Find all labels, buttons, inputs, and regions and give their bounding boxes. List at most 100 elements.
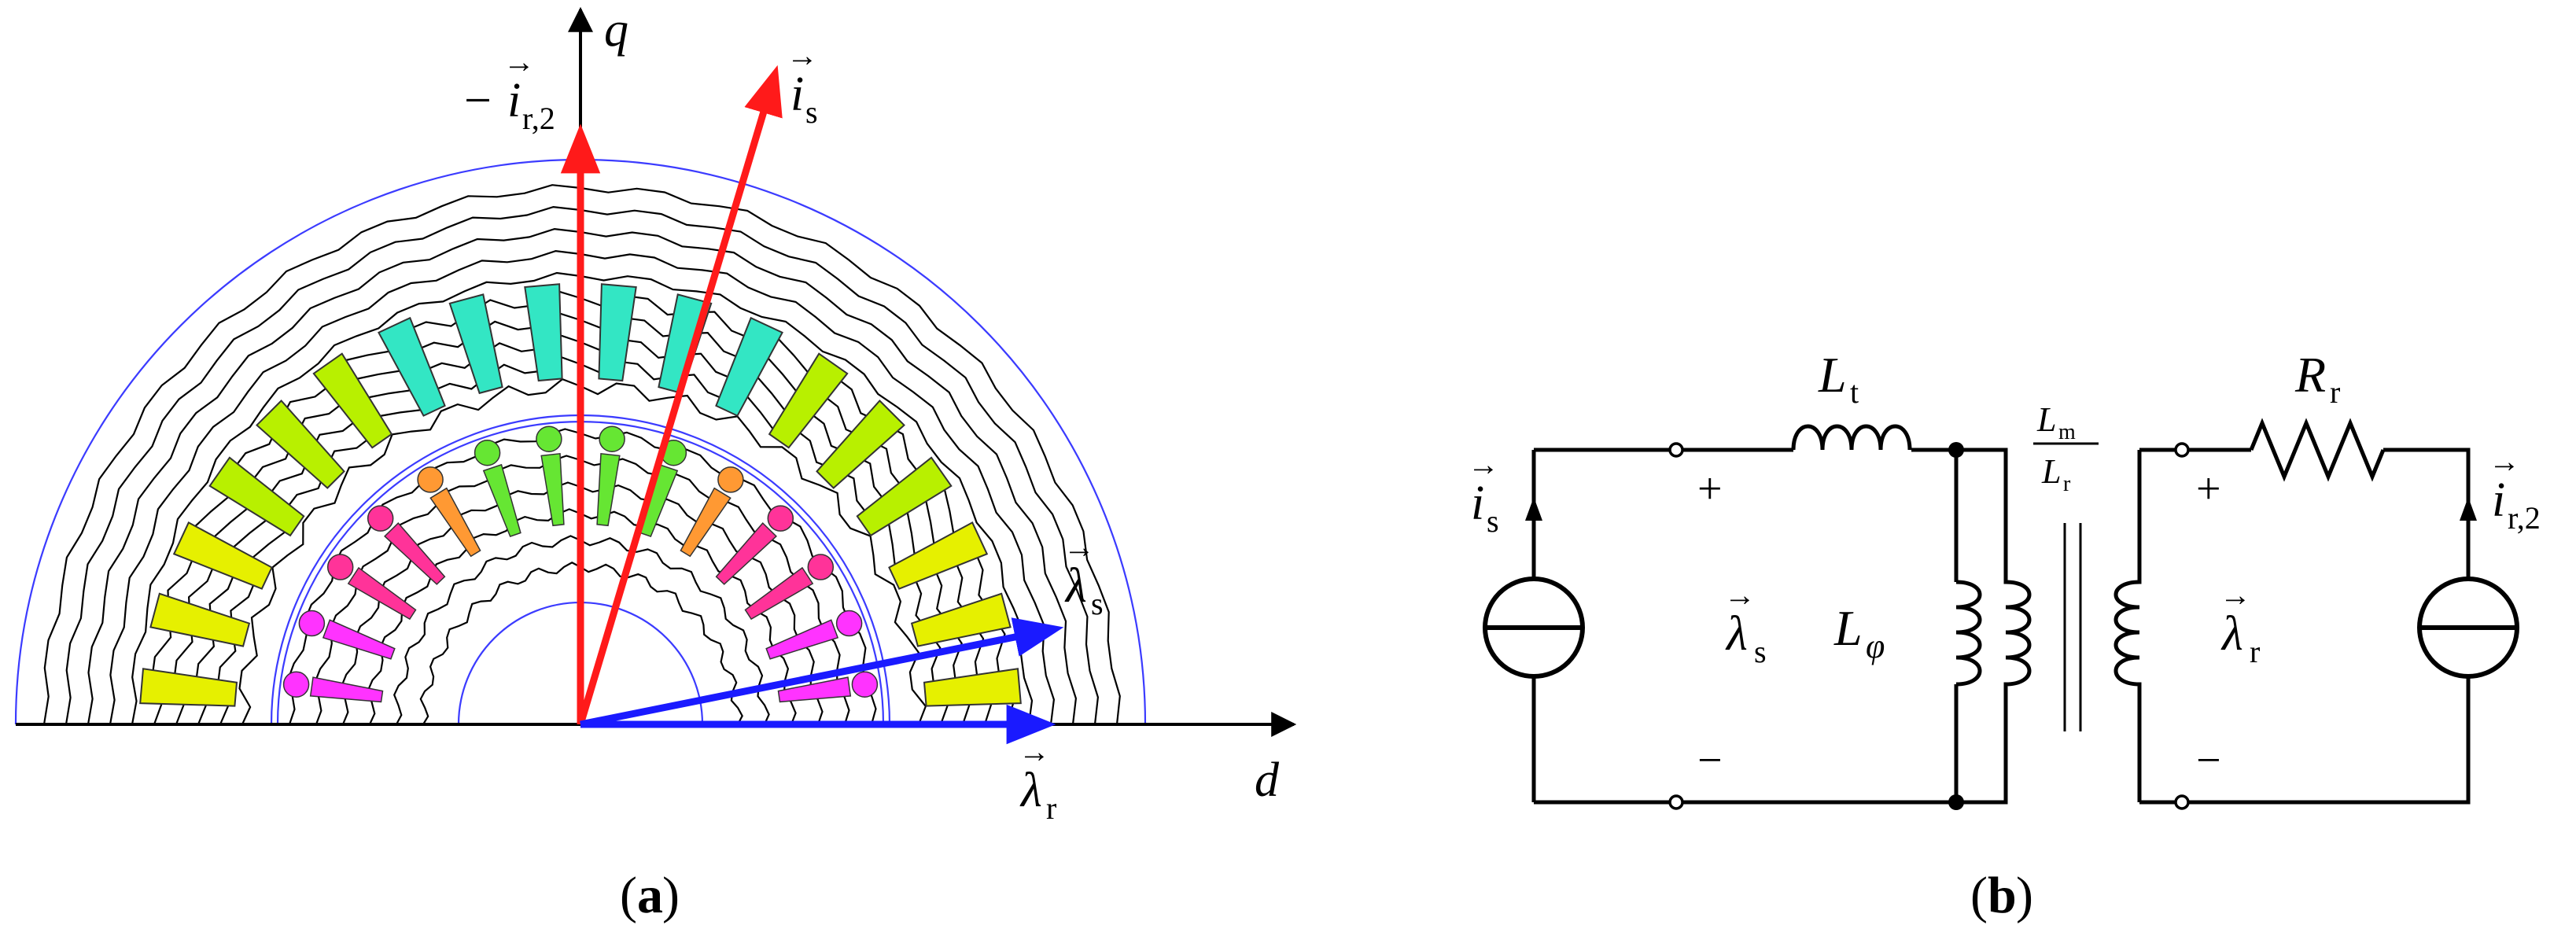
rotor-bar xyxy=(596,452,621,527)
rotor-bar xyxy=(347,566,417,621)
svg-text:λ: λ xyxy=(1064,559,1087,613)
rotor-bar xyxy=(715,522,777,585)
svg-text:φ: φ xyxy=(1866,627,1885,665)
current-source-left xyxy=(1483,488,1585,679)
svg-text:i: i xyxy=(2492,473,2505,527)
svg-text:→: → xyxy=(1063,529,1095,565)
junction-top xyxy=(1948,442,1964,458)
svg-text:r,2: r,2 xyxy=(2508,500,2541,536)
plus-left: + xyxy=(1697,465,1723,514)
rotor-bar-head xyxy=(326,554,354,580)
current-source-right xyxy=(2417,497,2519,679)
panel-b-equivalent-circuit xyxy=(1483,418,2519,810)
stator-slot xyxy=(856,456,953,537)
svg-text:→: → xyxy=(1019,734,1050,769)
stator-slot xyxy=(448,293,503,395)
vector-is-label: i → s xyxy=(787,38,818,130)
wire-right-top-end xyxy=(2383,448,2471,580)
rotor-bar-head xyxy=(298,610,326,637)
svg-text:(: ( xyxy=(620,867,637,924)
svg-text:m: m xyxy=(2058,420,2076,444)
terminal-right-bottom xyxy=(2174,794,2190,810)
rotor-bar-head xyxy=(367,505,394,532)
svg-text:L: L xyxy=(1818,347,1847,403)
rotor-bar-head xyxy=(474,439,501,466)
label-source-ir2: → i r,2 xyxy=(2489,444,2541,536)
stator-slot xyxy=(923,668,1022,707)
vector-lambda-s-label: λ → s xyxy=(1063,529,1104,621)
label-Rr: R r xyxy=(2294,347,2340,410)
transformer-secondary xyxy=(2113,450,2142,802)
stator-slot xyxy=(208,456,305,537)
svg-text:L: L xyxy=(2036,400,2056,439)
terminal-left-bottom xyxy=(1668,794,1684,810)
rotor-bar-head xyxy=(282,671,310,698)
svg-text:b: b xyxy=(1988,867,2017,924)
inductor-Lt xyxy=(1791,424,1912,451)
vector-is-arrow xyxy=(577,64,783,726)
wire-Lt-to-node xyxy=(1911,448,2008,470)
transformer-primary xyxy=(2003,470,2032,777)
stator-slot xyxy=(139,668,238,707)
svg-text:s: s xyxy=(1754,634,1767,669)
stator-slot xyxy=(768,352,849,449)
svg-text:i: i xyxy=(1471,477,1484,530)
svg-text:r: r xyxy=(2063,472,2071,496)
svg-text:→: → xyxy=(1724,577,1756,613)
rotor-bar-head xyxy=(717,466,744,493)
rotor-bar-head xyxy=(536,425,562,452)
vector-lambda-s-arrow xyxy=(580,617,1064,728)
panel-b-labels: L t R r L m L r L φ → i s → i r,2 xyxy=(1468,347,2541,924)
resistor-Rr xyxy=(2249,418,2386,482)
vector-ir2-label: − i → r,2 xyxy=(464,44,555,136)
svg-text:r,2: r,2 xyxy=(522,101,555,136)
rotor-bars xyxy=(282,425,879,703)
rotor-bar-head xyxy=(851,671,879,698)
inductor-Lphi xyxy=(1955,580,1982,687)
label-Lt: L t xyxy=(1818,347,1859,410)
minus-right: − xyxy=(2196,736,2221,785)
label-Lphi: L φ xyxy=(1833,600,1885,665)
svg-text:a: a xyxy=(637,867,663,924)
d-axis-label: d xyxy=(1255,753,1280,807)
label-turns-ratio: L m L r xyxy=(2033,400,2099,496)
svg-text:λ: λ xyxy=(1019,764,1042,817)
svg-text:s: s xyxy=(805,94,818,130)
rotor-bar xyxy=(482,463,521,538)
rotor-bar-head xyxy=(767,505,794,532)
rotor-bar-head xyxy=(599,425,625,452)
terminal-right-top xyxy=(2174,442,2190,458)
stator-slot xyxy=(910,592,1012,647)
rotor-bar-head xyxy=(417,466,444,493)
rotor-bar xyxy=(540,452,565,527)
svg-text:→: → xyxy=(503,44,535,79)
caption-b: ( b ) xyxy=(1970,867,2033,924)
svg-text:→: → xyxy=(787,38,818,73)
stator-slot xyxy=(378,316,446,417)
svg-text:r: r xyxy=(2330,374,2340,410)
q-axis-label: q xyxy=(604,3,628,57)
svg-text:i: i xyxy=(507,74,521,127)
svg-text:λ: λ xyxy=(2220,607,2243,661)
svg-text:L: L xyxy=(2041,452,2061,491)
wire-bottom-to-node xyxy=(1681,777,2008,805)
svg-text:): ) xyxy=(2016,867,2033,924)
rotor-bar xyxy=(322,619,396,660)
svg-text:r: r xyxy=(1046,790,1056,826)
rotor-bar xyxy=(429,487,481,558)
minus-left: − xyxy=(1697,736,1723,785)
terminal-left-top xyxy=(1668,442,1684,458)
panel-a-machine-diagram: q d − i → r,2 i → s λ → s λ → r ( a ) xyxy=(14,3,1297,924)
stator-slot xyxy=(816,400,905,489)
stator-slot xyxy=(524,283,563,382)
svg-text:(: ( xyxy=(1970,867,1988,924)
rotor-bar xyxy=(309,676,384,703)
svg-text:R: R xyxy=(2294,347,2326,403)
svg-text:→: → xyxy=(1468,447,1499,482)
plus-right: + xyxy=(2196,465,2221,514)
junction-bottom xyxy=(1948,794,1964,810)
rotor-bar xyxy=(384,522,446,585)
stator-slot xyxy=(715,316,783,417)
label-flux-right: → λ r xyxy=(2220,577,2260,669)
svg-text:s: s xyxy=(1091,586,1104,621)
